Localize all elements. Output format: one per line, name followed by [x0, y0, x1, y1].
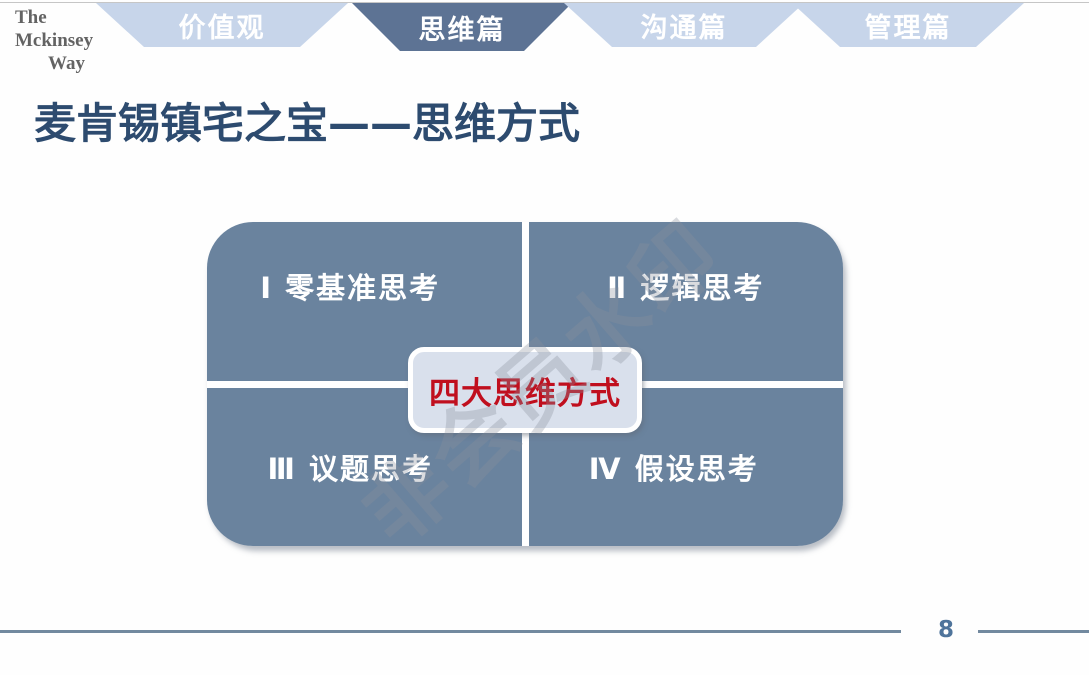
center-label-box: 四大思维方式 [408, 347, 642, 433]
logo-line-1: The [15, 7, 47, 28]
quadrant-label: Ⅳ 假设思考 [588, 451, 759, 486]
quadrant-label: Ⅱ 逻辑思考 [607, 271, 765, 306]
four-thinking-quadrant-diagram: Ⅰ 零基准思考 Ⅱ 逻辑思考 Ⅲ 议题思考 Ⅳ 假设思考 四大思维方式 [207, 222, 843, 546]
top-border-line [0, 2, 1089, 3]
page-title: 麦肯锡镇宅之宝——思维方式 [34, 99, 581, 148]
tab-communication[interactable]: 沟通篇 [564, 3, 804, 47]
logo-line-3: Way [48, 52, 85, 74]
logo-line-2: Mckinsey [15, 29, 94, 51]
mckinsey-way-logo: The Mckinsey Way [15, 7, 93, 75]
footer-rule-right [978, 630, 1089, 633]
center-label: 四大思维方式 [429, 375, 621, 412]
tab-values[interactable]: 价值观 [96, 3, 348, 47]
page-number: 8 [937, 617, 954, 643]
footer-rule-left [0, 630, 901, 633]
quadrant-label: Ⅰ 零基准思考 [260, 271, 441, 306]
tab-thinking-active[interactable]: 思维篇 [352, 3, 572, 51]
quadrant-label: Ⅲ 议题思考 [267, 451, 433, 486]
tab-management[interactable]: 管理篇 [792, 3, 1024, 47]
